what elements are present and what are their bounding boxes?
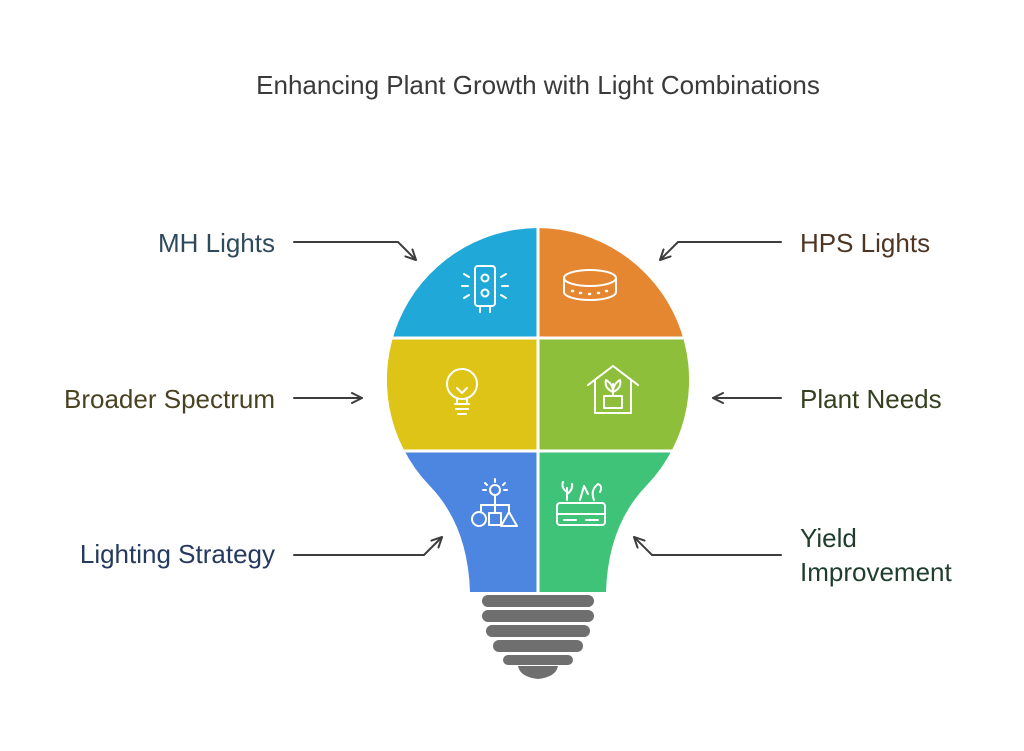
bulb-screw-base: [482, 595, 594, 679]
arrow-yield-improvement: [633, 536, 782, 556]
light-bulb-icon: [446, 368, 478, 415]
segment-lighting-strategy: [386, 451, 538, 592]
label-hps-lights: HPS Lights: [800, 228, 931, 258]
segment-mh-lights: [386, 228, 538, 338]
light-fixture-icon: [461, 265, 509, 313]
label-mh-lights: MH Lights: [157, 228, 275, 258]
diagram-title: Enhancing Plant Growth with Light Combin…: [256, 70, 820, 100]
segment-broader-spectrum: [386, 338, 538, 451]
label-plant-needs: Plant Needs: [800, 384, 942, 414]
label-broader-spectrum: Broader Spectrum: [64, 384, 275, 414]
arrow-lighting-strategy: [293, 536, 443, 556]
connector-arrows: [293, 241, 782, 556]
arrow-mh-lights: [293, 241, 417, 261]
crop-tray-icon: [556, 481, 606, 526]
ring-lamp-icon: [563, 269, 617, 301]
segment-yield-improvement: [538, 451, 690, 592]
label-yield-improvement: Yield Improvement: [800, 523, 952, 587]
bulb-glass: [386, 228, 690, 592]
label-lighting-strategy: Lighting Strategy: [79, 539, 275, 569]
segment-plant-needs: [538, 338, 690, 451]
arrow-hps-lights: [659, 241, 782, 261]
strategy-flowchart-icon: [471, 478, 518, 527]
greenhouse-plant-icon: [587, 365, 639, 414]
